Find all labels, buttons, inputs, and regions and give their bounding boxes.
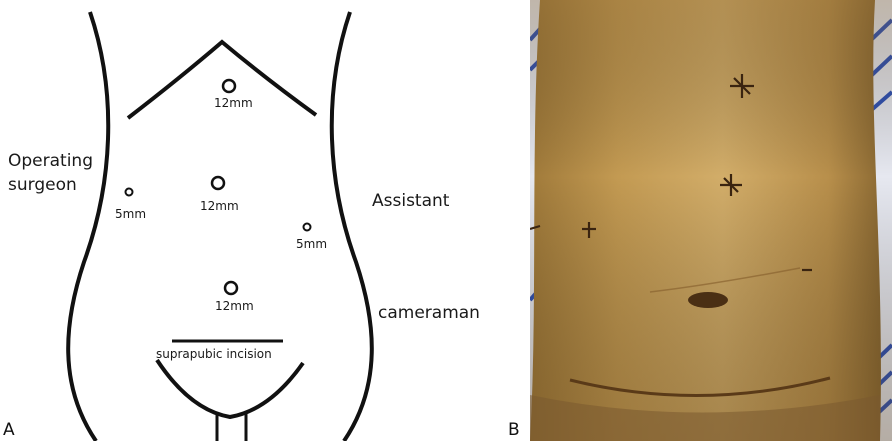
- port-upper-12mm: [223, 80, 235, 92]
- pelvis-curve: [157, 360, 303, 417]
- abdomen-outline: [0, 0, 530, 441]
- port-label-lower: 12mm: [215, 299, 254, 313]
- port-right-5mm: [304, 224, 311, 231]
- port-label-upper: 12mm: [214, 96, 253, 110]
- umbilicus: [688, 292, 728, 308]
- panel-letter-b: B: [508, 420, 520, 440]
- operating-surgeon-label-line2: surgeon: [8, 174, 77, 196]
- incision-label: suprapubic incision: [156, 347, 272, 361]
- cameraman-label: cameraman: [378, 302, 480, 324]
- photo-panel: B: [530, 0, 892, 441]
- port-left-5mm: [126, 189, 133, 196]
- port-center-12mm: [212, 177, 224, 189]
- panel-letter-a: A: [3, 420, 15, 440]
- port-lower-12mm: [225, 282, 237, 294]
- left-body-contour: [68, 12, 108, 441]
- schematic-panel: Operating surgeon Assistant cameraman su…: [0, 0, 530, 441]
- assistant-label: Assistant: [372, 190, 449, 212]
- right-body-contour: [332, 12, 372, 441]
- port-label-right: 5mm: [296, 237, 327, 251]
- operating-surgeon-label-line1: Operating: [8, 150, 93, 172]
- port-label-center: 12mm: [200, 199, 239, 213]
- port-label-left: 5mm: [115, 207, 146, 221]
- abdomen-photo: [530, 0, 892, 441]
